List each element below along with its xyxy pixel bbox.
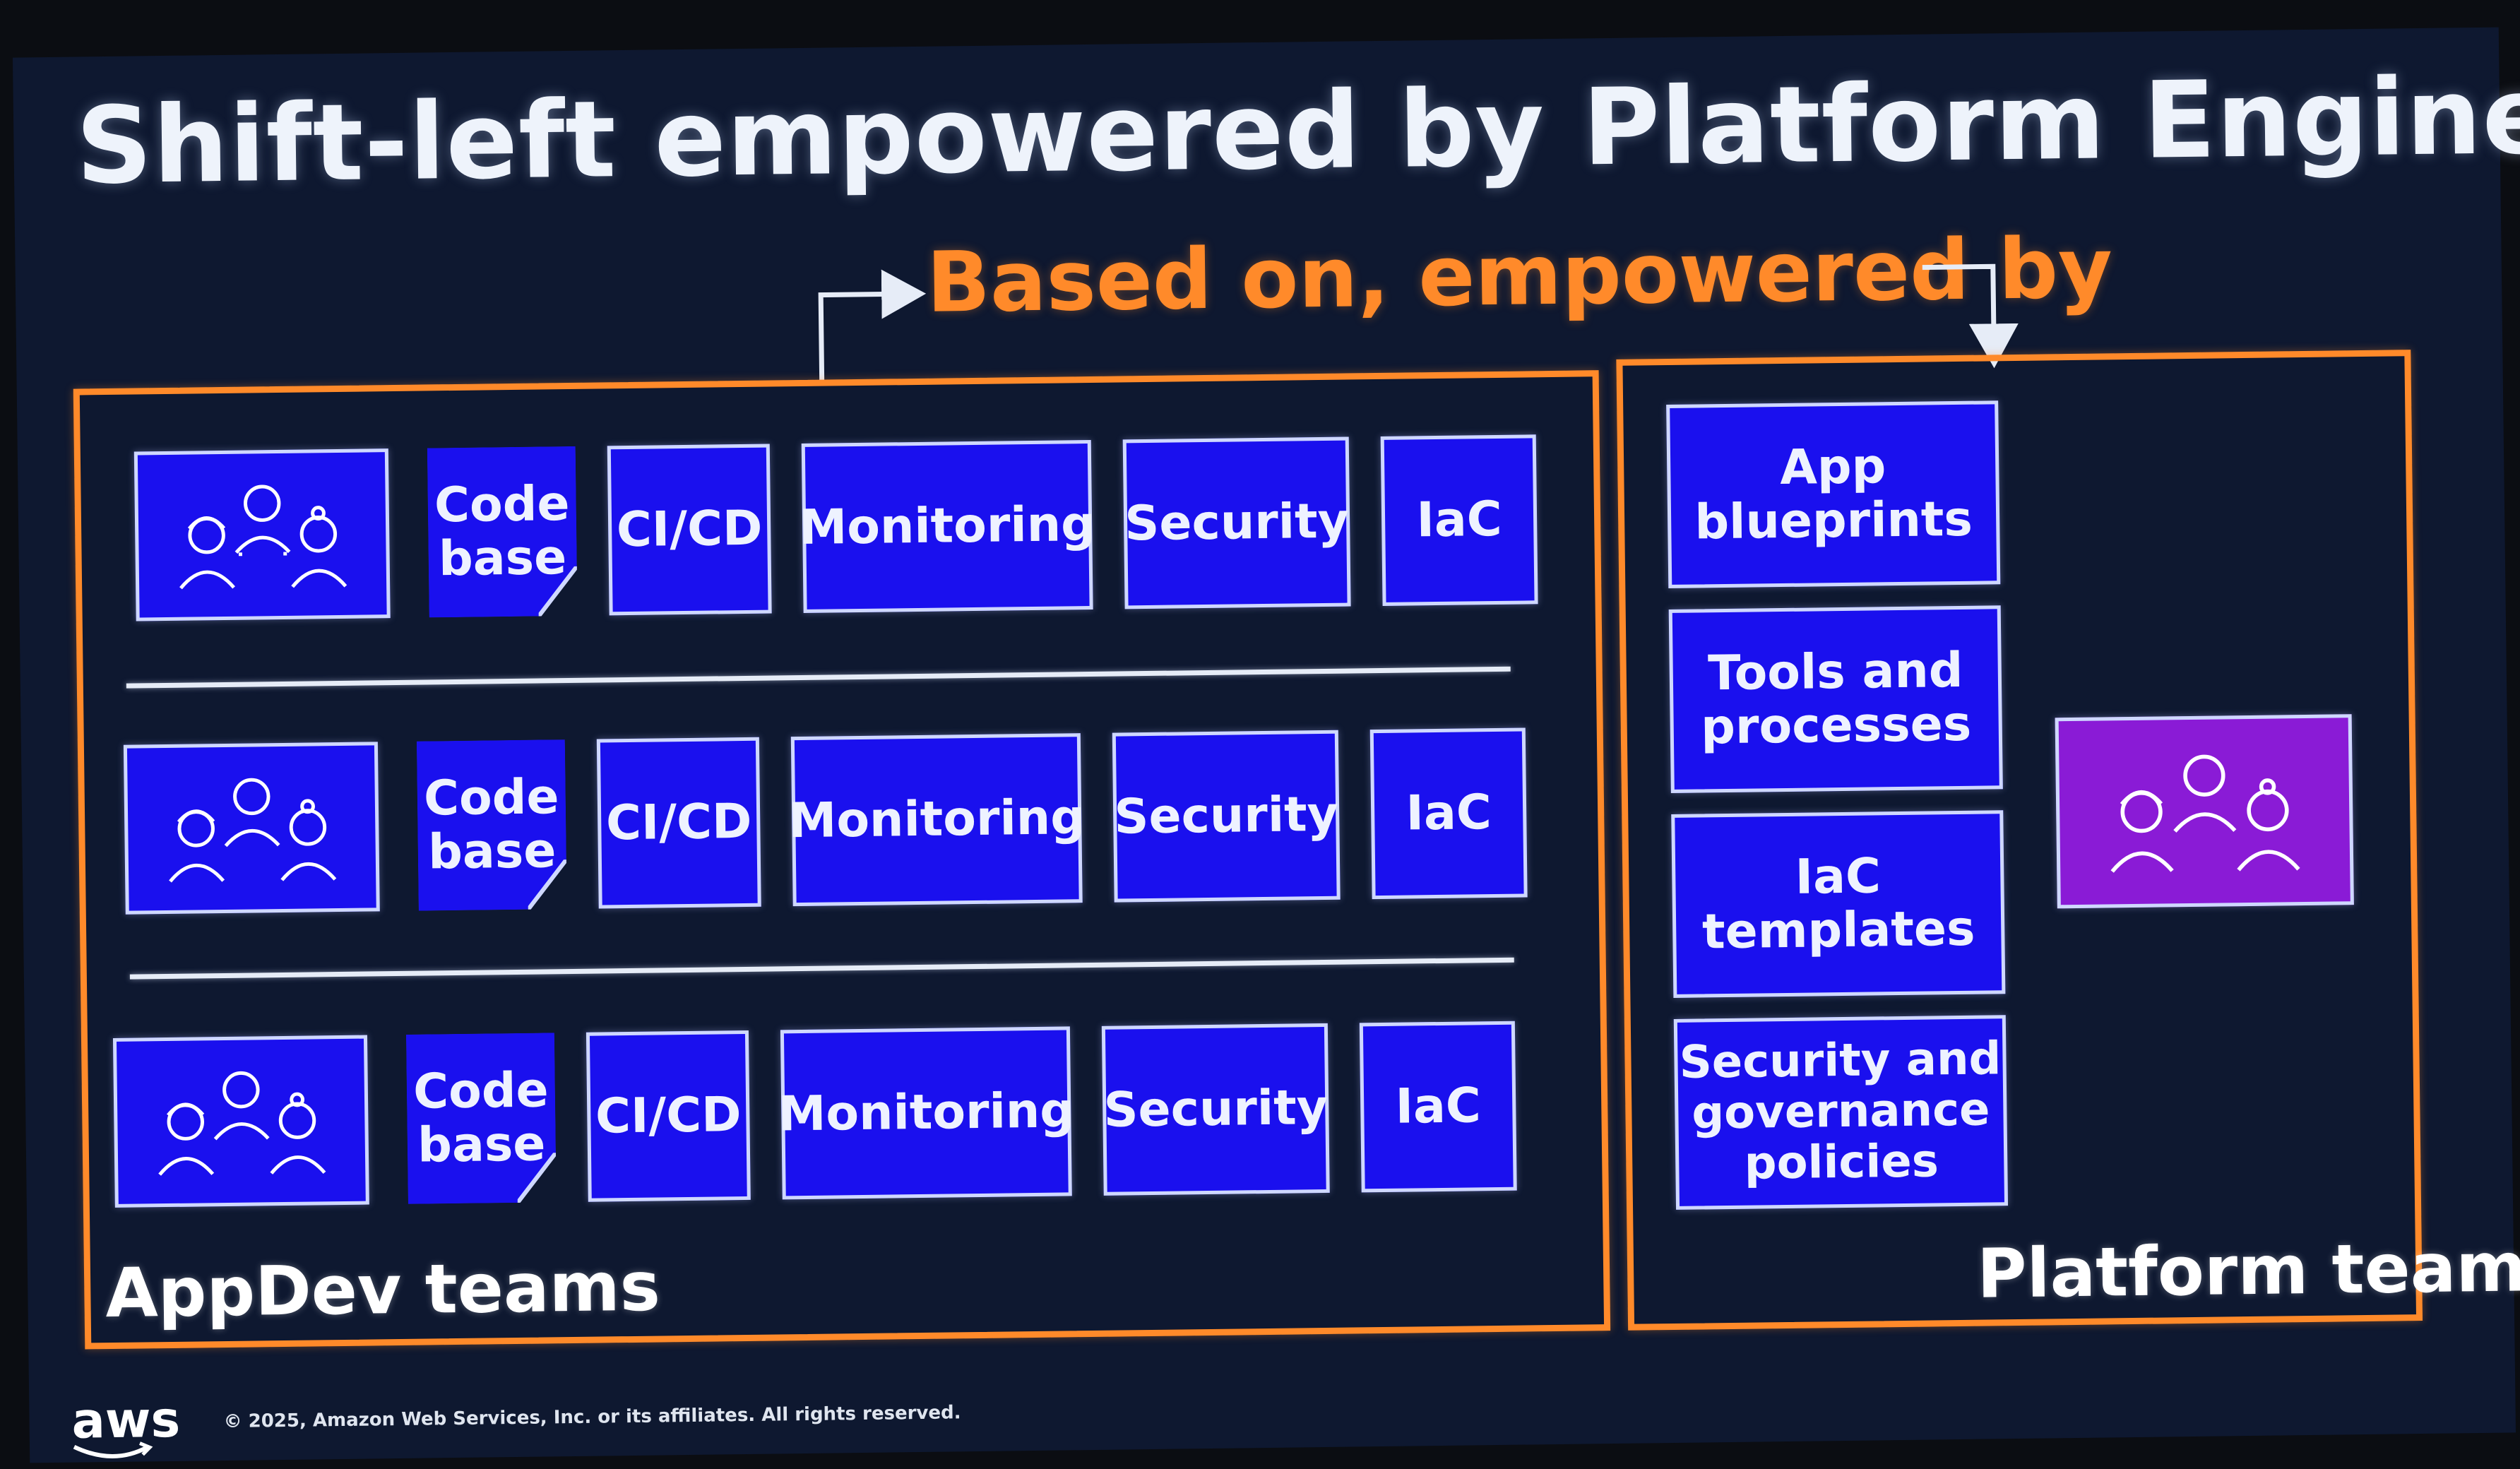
iac-label: IaC [1405,785,1492,842]
monitoring-label: Monitoring [788,790,1086,850]
appdev-team-icon [123,742,380,915]
left-connector-arrow [818,269,927,383]
iac-label: IaC [1395,1078,1482,1135]
monitoring-label: Monitoring [778,1083,1075,1143]
people-group-icon [168,778,336,883]
slide: Shift-left empowered by Platform Enginee… [12,27,2520,1463]
platform-team-label: Platform team [1976,1227,2520,1314]
people-group-icon [2110,754,2300,873]
tools-processes-label: Tools and processes [1700,642,1972,756]
security-governance-box: Security and governance policies [1673,1015,2009,1210]
cicd-box: CI/CD [596,737,761,909]
appdev-team-icon [133,448,391,622]
codebase-label: Code base [434,475,570,588]
iac-templates-box: IaC templates [1671,810,2006,998]
codebase-label: Code base [412,1062,549,1174]
security-governance-label: Security and governance policies [1679,1033,2002,1190]
tools-processes-box: Tools and processes [1668,605,2003,793]
codebase-box: Code base [427,446,578,618]
right-connector-arrow [1922,263,2019,369]
monitoring-label: Monitoring [799,496,1096,556]
iac-box: IaC [1380,434,1538,606]
app-blueprints-label: App blueprints [1694,439,1973,551]
monitoring-box: Monitoring [778,1026,1075,1200]
people-group-icon [179,484,347,590]
cicd-label: CI/CD [616,500,763,559]
connector-arrows [818,263,2019,383]
cicd-box: CI/CD [586,1030,751,1202]
codebase-box: Code base [417,739,567,911]
iac-label: IaC [1416,491,1503,549]
iac-box: IaC [1359,1021,1517,1193]
iac-box: IaC [1369,727,1528,900]
security-box: Security [1122,436,1351,609]
monitoring-box: Monitoring [799,439,1096,613]
security-label: Security [1124,493,1350,552]
monitoring-box: Monitoring [788,733,1086,907]
cicd-box: CI/CD [607,444,772,616]
cicd-label: CI/CD [595,1087,742,1145]
app-blueprints-box: App blueprints [1666,400,2001,588]
appdev-team-icon [112,1035,369,1208]
iac-templates-label: IaC templates [1701,848,1975,961]
cicd-label: CI/CD [605,793,752,852]
codebase-label: Code base [423,769,560,881]
aws-smile-icon [73,1441,153,1458]
codebase-box: Code base [406,1033,557,1204]
platform-team-icon [2055,714,2354,909]
appdev-teams-label: AppDev teams [105,1247,661,1333]
security-label: Security [1103,1079,1329,1138]
security-box: Security [1112,730,1341,903]
people-group-icon [158,1071,326,1176]
security-box: Security [1101,1023,1330,1196]
security-label: Security [1113,786,1339,845]
